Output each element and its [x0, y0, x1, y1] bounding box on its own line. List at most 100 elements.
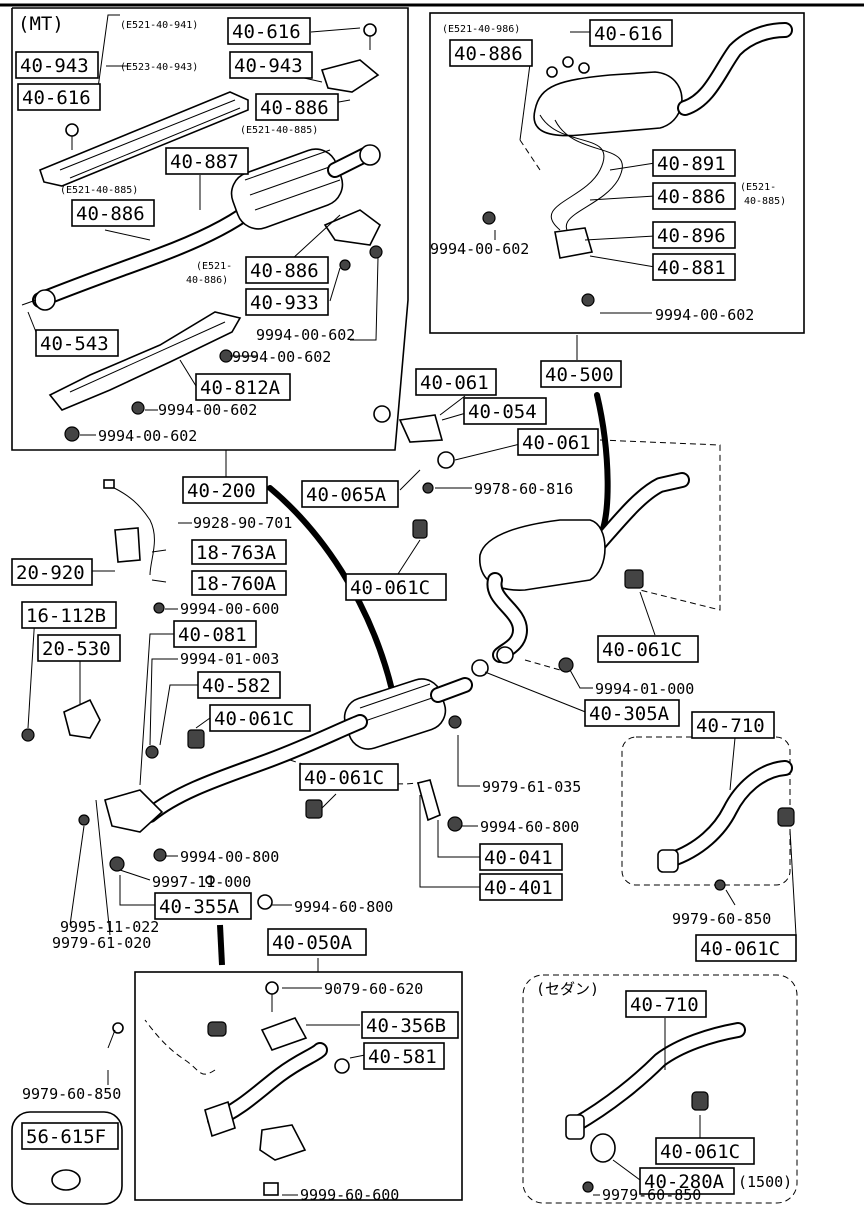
- part-callout[interactable]: 40-896: [652, 221, 736, 249]
- part-callout[interactable]: 40-061C: [345, 573, 447, 601]
- part-number: 40-710: [696, 715, 765, 737]
- part-callout[interactable]: 40-061C: [655, 1137, 755, 1165]
- part-callout[interactable]: 18-763A: [191, 539, 287, 565]
- fastener-number: 9994-00-602: [158, 401, 257, 419]
- part-number: 40-812A: [200, 377, 281, 399]
- part-callout[interactable]: 40-886: [255, 93, 339, 121]
- part-number: 40-886: [76, 203, 145, 225]
- part-callout[interactable]: 40-061: [415, 368, 497, 396]
- assembly-callout-40-050A[interactable]: 40-050A: [267, 928, 367, 956]
- part-number: 40-943: [234, 55, 303, 77]
- group-pointer-050: [217, 924, 225, 966]
- ref-label: (E521-: [196, 261, 232, 272]
- part-number: 40-582: [202, 675, 271, 697]
- part-callout[interactable]: 40-616: [589, 19, 673, 47]
- part-callout[interactable]: 40-355A: [154, 892, 252, 920]
- part-number: 40-886: [454, 43, 523, 65]
- part-callout[interactable]: 40-401: [479, 873, 563, 901]
- part-callout[interactable]: 16-112B: [21, 601, 117, 629]
- part-callout[interactable]: 40-943: [229, 51, 313, 79]
- part-number: 18-763A: [196, 542, 277, 564]
- part-callout[interactable]: 40-305A: [584, 699, 680, 727]
- fastener-number: 9978-60-816: [474, 480, 573, 498]
- part-number: 40-280A: [644, 1171, 725, 1193]
- part-callout[interactable]: 40-061: [517, 428, 599, 456]
- part-callout[interactable]: 40-886: [245, 256, 329, 284]
- group-pointer-500: [594, 392, 611, 543]
- part-callout[interactable]: 40-061C: [597, 635, 699, 663]
- oxygen-sensor-wire: [103, 479, 155, 576]
- part-callout[interactable]: 40-886: [652, 182, 736, 210]
- part-number: 56-615F: [26, 1126, 106, 1148]
- top-right-fasteners: [482, 56, 595, 307]
- fastener-number: 9979-61-035: [482, 778, 581, 796]
- fastener-number: 9997-11-000: [152, 873, 251, 891]
- part-callout[interactable]: 20-920: [11, 558, 93, 586]
- ref-label: (E521-40-986): [442, 24, 520, 35]
- part-callout[interactable]: 40-061C: [209, 704, 311, 732]
- front-pipe: [104, 714, 368, 833]
- part-callout[interactable]: 40-065A: [301, 480, 399, 508]
- heat-insulator-upper: [39, 91, 249, 187]
- part-callout[interactable]: 40-887: [165, 147, 249, 175]
- main-muffler: [479, 472, 690, 664]
- part-number: 40-200: [187, 480, 256, 502]
- catalytic-converter-upper: [230, 144, 381, 230]
- part-number: 40-886: [657, 186, 726, 208]
- part-number: 40-710: [630, 994, 699, 1016]
- part-number: 16-112B: [26, 605, 106, 627]
- part-callout[interactable]: 40-891: [652, 149, 736, 177]
- part-number: 18-760A: [196, 573, 277, 595]
- part-number: 40-065A: [306, 484, 387, 506]
- part-number: 20-920: [16, 562, 85, 584]
- part-callout[interactable]: 40-943: [15, 51, 99, 79]
- part-number: 40-061C: [214, 708, 294, 730]
- fastener-number: 9979-60-850: [672, 910, 771, 928]
- part-callout[interactable]: 40-616: [227, 17, 311, 45]
- part-number: 40-887: [170, 151, 239, 173]
- ref-label: (E521-40-885): [240, 125, 318, 136]
- ref-label: (E523-40-943): [120, 62, 198, 73]
- part-callout[interactable]: 40-543: [35, 329, 119, 357]
- heat-shield-bracket: [320, 59, 382, 246]
- part-number: 40-886: [260, 97, 329, 119]
- part-callout[interactable]: 40-582: [197, 671, 281, 699]
- ref-label: 40-885): [744, 196, 786, 207]
- part-callout[interactable]: 40-710: [625, 990, 707, 1018]
- part-callout[interactable]: 40-812A: [195, 373, 291, 401]
- part-number: 40-061: [522, 432, 591, 454]
- part-callout[interactable]: 40-886: [449, 39, 533, 67]
- group-pointer-200: [267, 485, 395, 693]
- sedan-note: (セダン): [536, 980, 599, 998]
- part-callout[interactable]: 40-054: [463, 397, 547, 425]
- main-hangers: [187, 405, 644, 822]
- part-callout[interactable]: 40-933: [245, 288, 329, 316]
- part-callout[interactable]: 40-881: [652, 253, 736, 281]
- part-callout[interactable]: 40-616: [17, 83, 101, 111]
- part-callout[interactable]: 40-061C: [299, 763, 399, 791]
- part-callout[interactable]: 56-615F: [21, 1122, 119, 1150]
- bottom-right-group-frame: [522, 974, 798, 1204]
- grommet-56-615F: [51, 1169, 81, 1191]
- part-number: 40-616: [232, 21, 301, 43]
- part-callout[interactable]: 40-356B: [361, 1011, 459, 1039]
- part-number: 40-616: [22, 87, 91, 109]
- part-callout[interactable]: 40-581: [363, 1042, 445, 1070]
- part-number: 40-061C: [304, 767, 384, 789]
- part-callout[interactable]: 40-710: [691, 711, 775, 739]
- part-callout[interactable]: 20-530: [37, 634, 121, 662]
- part-callout[interactable]: 40-280A: [639, 1167, 735, 1195]
- part-callout[interactable]: 40-886: [71, 199, 155, 227]
- fastener-number: 9994-00-602: [430, 240, 529, 258]
- assembly-callout-40-200[interactable]: 40-200: [182, 476, 268, 504]
- bottom-left-fastener: [107, 1022, 124, 1049]
- bracket-20-530: [21, 698, 101, 742]
- part-callout[interactable]: 18-760A: [191, 570, 287, 596]
- part-callout[interactable]: 40-041: [479, 843, 563, 871]
- part-callout[interactable]: 40-061C: [695, 934, 797, 962]
- fastener-number: 9994-01-003: [180, 650, 279, 668]
- assembly-callout-40-500[interactable]: 40-500: [540, 360, 622, 388]
- fastener-number: 9979-60-850: [22, 1085, 121, 1103]
- part-callout[interactable]: 40-081: [173, 620, 257, 648]
- rear-pipe-050: [204, 981, 350, 1196]
